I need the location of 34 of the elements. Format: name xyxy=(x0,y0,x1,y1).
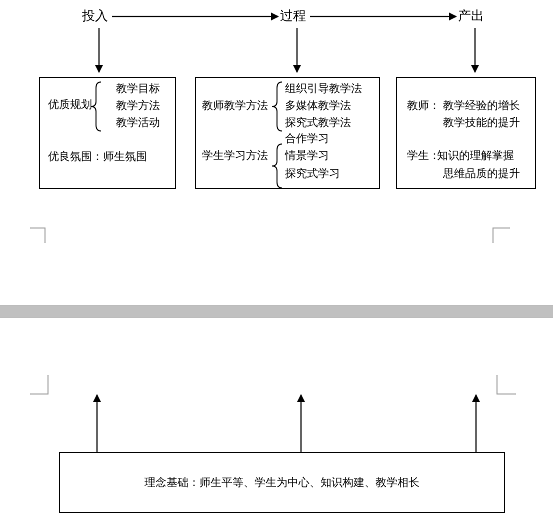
arrow xyxy=(297,394,305,452)
foundation-box xyxy=(59,452,505,513)
stage-label: 投入 xyxy=(82,8,108,25)
stage-label: 产出 xyxy=(458,8,484,25)
arrow xyxy=(95,28,103,73)
box-text: 理念基础：师生平等、学生为中心、知识构建、教学相长 xyxy=(144,476,420,490)
arrow xyxy=(472,394,480,452)
box-text: 教学目标 xyxy=(116,82,160,96)
box-text: 教学技能的提升 xyxy=(443,116,520,130)
box-text: 学生学习方法 xyxy=(202,149,268,163)
box-text: 情景学习 xyxy=(285,149,329,163)
box-text: 组织引导教学法 xyxy=(285,82,362,96)
box-text: 探究式学习 xyxy=(285,167,340,181)
box-text: 教师： xyxy=(407,99,440,113)
box-text: 合作学习 xyxy=(285,132,329,146)
arrow xyxy=(471,28,479,73)
box-text: 教学方法 xyxy=(116,99,160,113)
box-text: 探究式教学法 xyxy=(285,116,351,130)
box-text: 知识的理解掌握 xyxy=(437,149,514,163)
process-box xyxy=(396,77,536,189)
stage-label: 过程 xyxy=(280,8,306,25)
arrow xyxy=(293,28,301,73)
box-text: 优质规划 xyxy=(48,98,92,112)
box-text: 教师教学方法 xyxy=(202,99,268,113)
box-text: 教学活动 xyxy=(116,116,160,130)
box-text: 优良氛围：师生氛围 xyxy=(48,150,147,164)
box-text: 教学经验的增长 xyxy=(443,99,520,113)
arrow xyxy=(112,12,279,20)
process-box xyxy=(195,77,380,189)
arrow xyxy=(310,12,457,20)
box-text: 思维品质的提升 xyxy=(443,167,520,181)
arrow xyxy=(93,394,101,452)
box-text: 多媒体教学法 xyxy=(285,99,351,113)
process-box xyxy=(39,77,176,189)
